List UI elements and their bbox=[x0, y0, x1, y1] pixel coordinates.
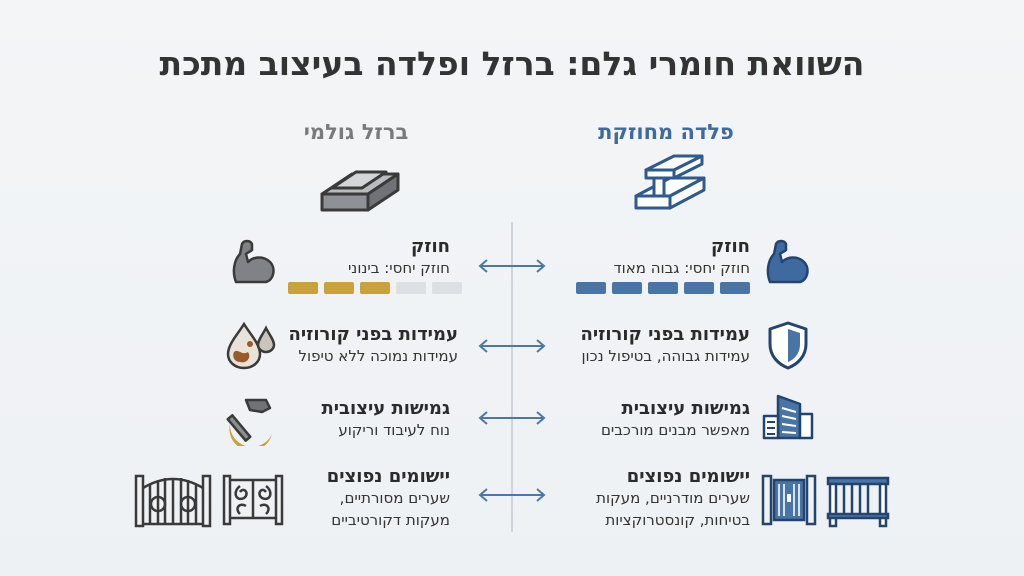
iron-ingot-icon bbox=[318, 160, 402, 216]
iron-applications-title: יישומים נפוצים bbox=[326, 466, 450, 487]
rust-drops-icon bbox=[224, 318, 278, 370]
steel-strength-sub: חוזק יחסי: גבוה מאוד bbox=[613, 259, 750, 277]
steel-flexibility-sub: מאפשר מבנים מורכבים bbox=[600, 421, 750, 439]
strength-bar-segment bbox=[684, 282, 714, 294]
shield-icon bbox=[766, 320, 810, 370]
iron-applications-sub1: שערים מסורתיים, bbox=[339, 489, 450, 507]
double-arrow-icon bbox=[476, 486, 548, 504]
strength-bar-segment bbox=[612, 282, 642, 294]
iron-column-heading: ברזל גולמי bbox=[303, 120, 409, 144]
steel-applications-sub1: שערים מודרניים, מעקות bbox=[596, 489, 750, 507]
steel-flexibility-title: גמישות עיצובית bbox=[621, 398, 750, 419]
strength-bar-segment bbox=[396, 282, 426, 294]
steel-strength-title: חוזק bbox=[710, 236, 750, 257]
strength-bar-segment bbox=[648, 282, 678, 294]
strength-bar-segment bbox=[288, 282, 318, 294]
steel-corrosion-title: עמידות בפני קורוזיה bbox=[580, 324, 751, 345]
hammer-icon bbox=[222, 394, 278, 446]
page-title: השוואת חומרי גלם: ברזל ופלדה בעיצוב מתכת bbox=[159, 44, 865, 83]
iron-strength-title: חוזק bbox=[410, 236, 450, 257]
strength-bar-segment bbox=[360, 282, 390, 294]
steel-applications-sub2: בטיחות, קונסטרוקציות bbox=[605, 511, 750, 529]
i-beam-icon bbox=[630, 152, 710, 216]
steel-strength-bars bbox=[576, 282, 750, 294]
iron-flexibility-title: גמישות עיצובית bbox=[321, 398, 450, 419]
steel-corrosion-sub: עמידות גבוהה, בטיפול נכון bbox=[581, 347, 750, 365]
flexed-arm-icon bbox=[762, 236, 814, 288]
railing-icon bbox=[826, 474, 890, 528]
double-arrow-icon bbox=[476, 257, 548, 275]
gate-icon bbox=[760, 470, 818, 528]
double-arrow-icon bbox=[476, 409, 548, 427]
iron-corrosion-sub: עמידות נמוכה ללא טיפול bbox=[298, 347, 458, 365]
iron-applications-sub2: מעקות דקורטיביים bbox=[331, 511, 450, 529]
iron-strength-sub: חוזק יחסי: בינוני bbox=[347, 259, 450, 277]
iron-flexibility-sub: נוח לעיבוד וריקוע bbox=[338, 421, 450, 439]
flexed-arm-icon bbox=[228, 236, 280, 288]
iron-corrosion-title: עמידות בפני קורוזיה bbox=[288, 324, 459, 345]
center-divider bbox=[511, 222, 513, 532]
building-icon bbox=[760, 392, 816, 442]
iron-strength-bars bbox=[288, 282, 462, 294]
ornate-gate-icon bbox=[134, 466, 212, 528]
steel-column-heading: פלדה מחוזקת bbox=[598, 120, 734, 144]
double-arrow-icon bbox=[476, 337, 548, 355]
steel-applications-title: יישומים נפוצים bbox=[626, 466, 750, 487]
strength-bar-segment bbox=[324, 282, 354, 294]
strength-bar-segment bbox=[576, 282, 606, 294]
strength-bar-segment bbox=[432, 282, 462, 294]
strength-bar-segment bbox=[720, 282, 750, 294]
ornate-railing-icon bbox=[222, 472, 284, 526]
